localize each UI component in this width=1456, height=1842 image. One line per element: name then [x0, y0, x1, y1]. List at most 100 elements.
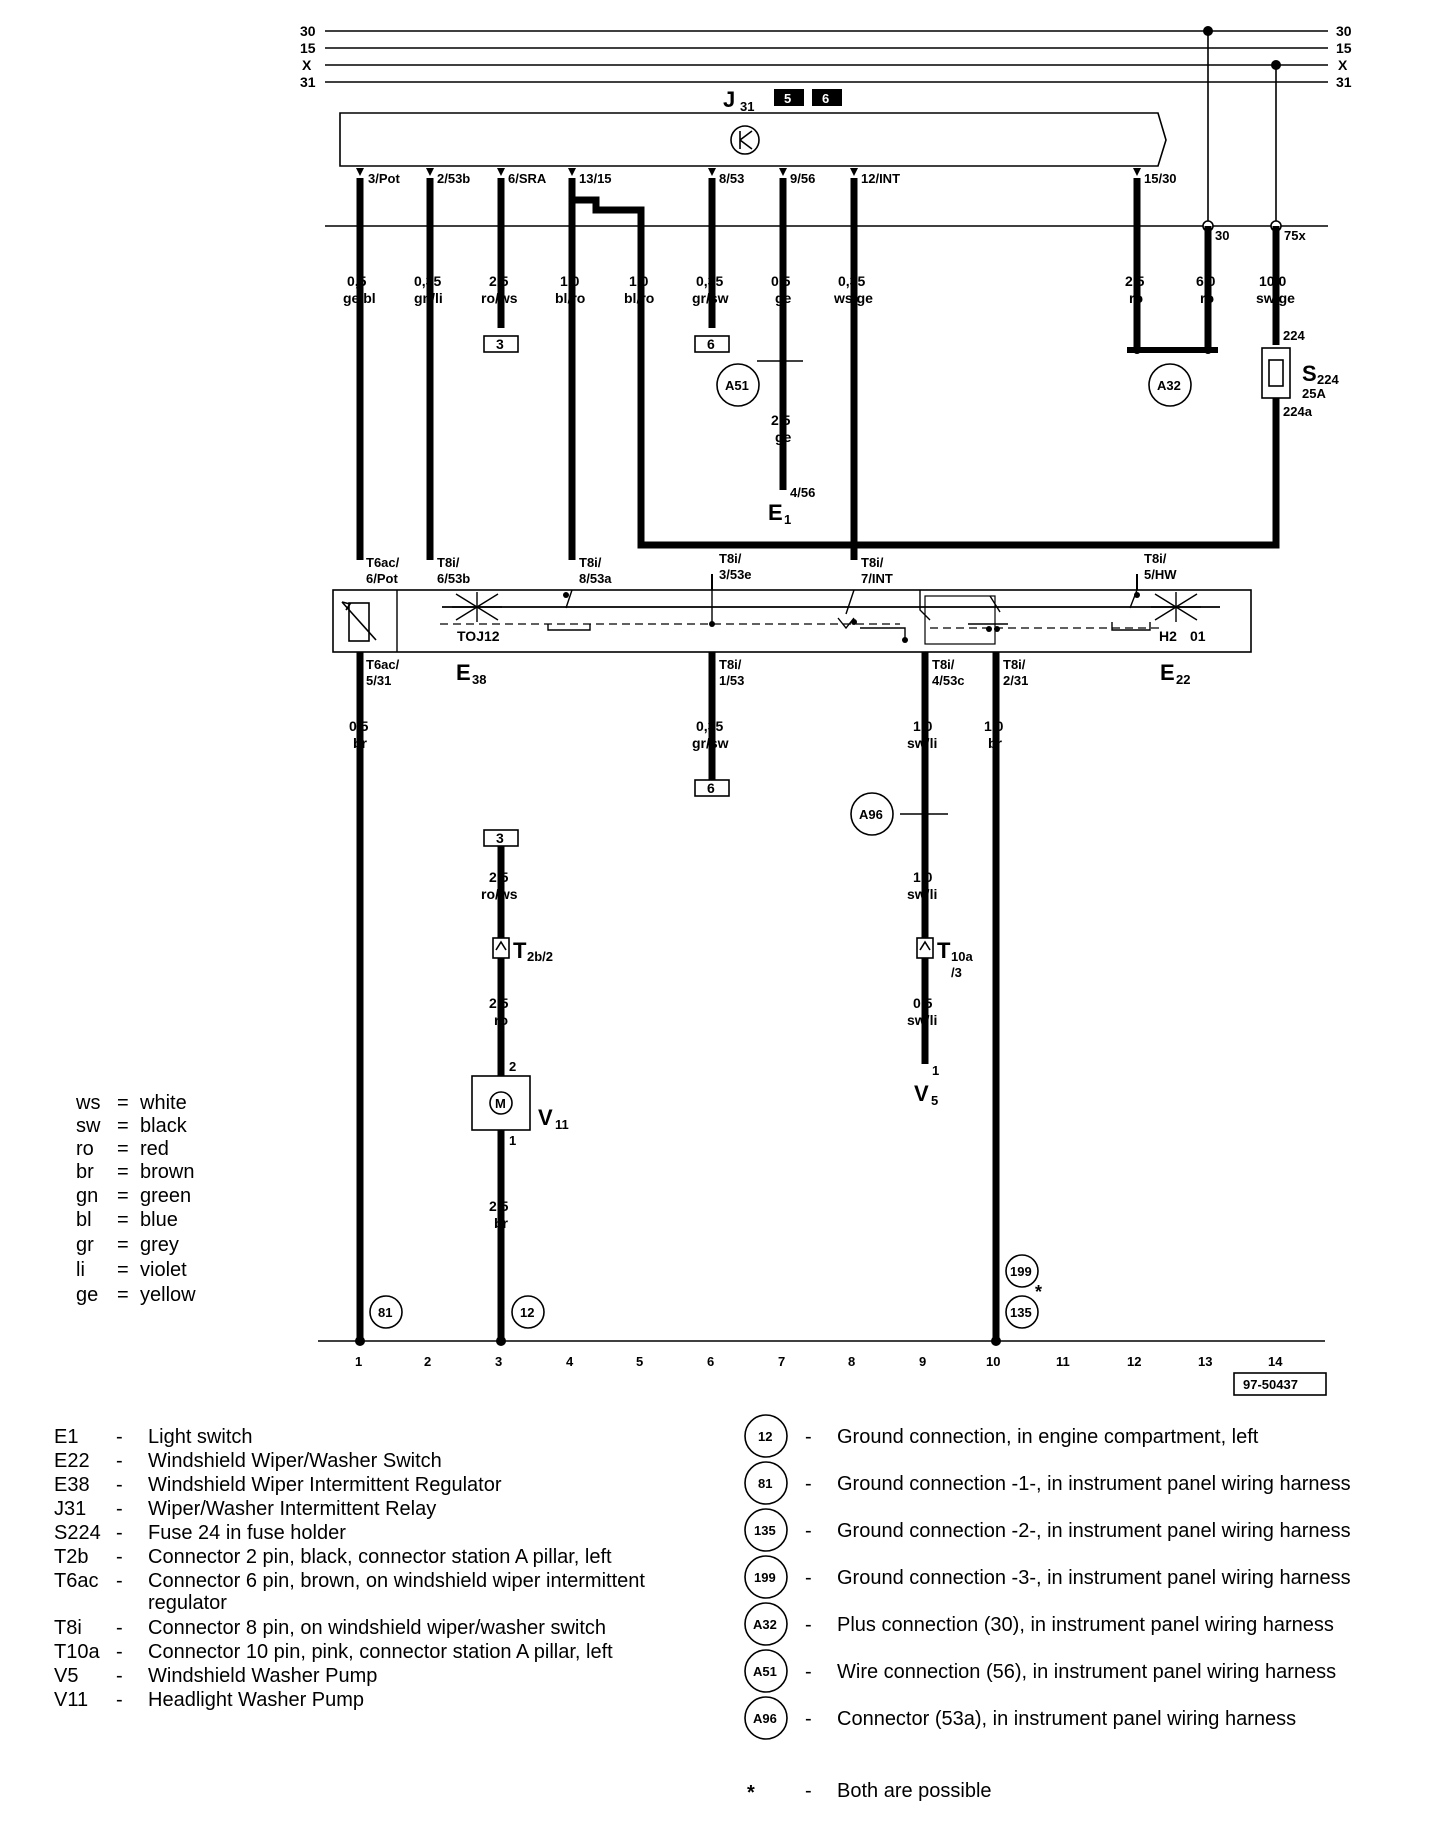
component-code: V5 — [54, 1665, 78, 1687]
v5-name-sub: 5 — [931, 1093, 938, 1108]
e1-name-sub: 1 — [784, 512, 791, 527]
component-code: T2b — [54, 1546, 88, 1568]
legend-dash: - — [116, 1498, 123, 1520]
legend-conn-circle — [744, 1508, 788, 1552]
junction-dot — [355, 1336, 365, 1346]
column-number: 5 — [636, 1354, 643, 1369]
component-desc: Light switch — [148, 1426, 253, 1448]
switch-wire-stubs — [711, 574, 1138, 590]
v11-pin-bottom: 1 — [509, 1133, 516, 1148]
legend-dash: - — [116, 1641, 123, 1663]
switch-pin-label: 1/53 — [719, 673, 744, 688]
h2-symbol-icon — [1151, 592, 1201, 622]
e38-name: E — [456, 660, 471, 685]
upper-wire-labels: 0,5 ge/bl 0,35 gn/li 2,5 ro/ws 1,0 bl/ro… — [343, 273, 1295, 306]
switch-pin-label: T6ac/ — [366, 657, 400, 672]
junction-dot — [1133, 346, 1141, 354]
legend-conn-circle — [744, 1602, 788, 1646]
wire-color: ro — [1129, 290, 1143, 306]
color-key-meaning: green — [140, 1185, 191, 1207]
switch-pin-label: T6ac/ — [366, 555, 400, 570]
column-number: 12 — [1127, 1354, 1141, 1369]
legend-dash: - — [116, 1617, 123, 1639]
legend-conn-code: 135 — [754, 1523, 776, 1538]
component-code: J31 — [54, 1498, 86, 1520]
power-rails — [325, 30, 1328, 83]
lower-wire-labels: 0,5 br 0,35 gr/sw 1,0 sw/li 1,0 br 2,5 r… — [349, 718, 1004, 1231]
conn-label-a51: A51 — [725, 378, 749, 393]
rail-label-x-right: X — [1338, 57, 1348, 73]
wire-color: br — [353, 735, 368, 751]
wire-size: 2,5 — [489, 869, 509, 885]
bus-pin-label-75x: 75x — [1284, 228, 1306, 243]
color-key-eq: = — [117, 1185, 129, 1207]
legend-dash: - — [805, 1520, 812, 1542]
fuse-icon — [1261, 347, 1291, 399]
legend-conn-circle — [744, 1696, 788, 1740]
motor-icon-label: M — [495, 1096, 506, 1111]
component-code: T8i — [54, 1617, 82, 1639]
relay-tag-6 — [812, 89, 842, 106]
relay-pin-labels: 3/Pot 2/53b 6/SRA 13/15 8/53 9/56 12/INT… — [368, 171, 1177, 186]
color-key-meaning: white — [139, 1092, 187, 1114]
color-key: ws = white sw = black ro = red br = brow… — [75, 1092, 196, 1306]
wire-size: 0,35 — [696, 273, 723, 289]
wire-color: bl/ro — [555, 290, 585, 306]
legend-conn-desc: Plus connection (30), in instrument pane… — [837, 1614, 1334, 1636]
wire-size: 1,0 — [984, 718, 1004, 734]
legend-conn-code: A51 — [753, 1664, 777, 1679]
conn-circle-135 — [1005, 1295, 1039, 1329]
column-number: 7 — [778, 1354, 785, 1369]
v5-name: V — [914, 1081, 929, 1106]
color-key-eq: = — [117, 1284, 129, 1306]
column-numbers: 1 2 3 4 5 6 7 8 9 10 11 12 13 14 — [355, 1354, 1283, 1369]
legend-dash: - — [805, 1708, 812, 1730]
wire-size: 0,5 — [349, 718, 369, 734]
conn-label-12: 12 — [520, 1305, 534, 1320]
conn-circle-a51 — [716, 363, 760, 407]
rail-labels-left: 30 15 X 31 — [300, 23, 316, 90]
color-key-code: ro — [76, 1138, 94, 1160]
component-desc: Wiper/Washer Intermittent Relay — [148, 1498, 436, 1520]
legend-dash: - — [116, 1546, 123, 1568]
column-number: 14 — [1268, 1354, 1283, 1369]
rail-labels-right: 30 15 X 31 — [1336, 23, 1352, 90]
relay-pin-label: 2/53b — [437, 171, 470, 186]
diagram-number-box — [1233, 1372, 1327, 1396]
e1-name: E — [768, 500, 783, 525]
switch-pin-label: 4/53c — [932, 673, 965, 688]
switch-pin-label: 5/HW — [1144, 567, 1177, 582]
conn-circle-a32 — [1148, 363, 1192, 407]
column-number: 4 — [566, 1354, 574, 1369]
wire-size: 0,5 — [347, 273, 367, 289]
diagram-number: 97-50437 — [1243, 1377, 1298, 1392]
wire-color: br — [988, 735, 1003, 751]
ref-box-6-lower: 6 — [694, 779, 730, 797]
component-desc: Connector 6 pin, brown, on windshield wi… — [148, 1570, 645, 1592]
relay-pin-label: 3/Pot — [368, 171, 400, 186]
legend-conn-code: 12 — [758, 1429, 772, 1444]
component-code: S224 — [54, 1522, 101, 1544]
relay-pin-label: 6/SRA — [508, 171, 547, 186]
column-number: 6 — [707, 1354, 714, 1369]
relay-pin-label: 12/INT — [861, 171, 900, 186]
wire-color: gr/sw — [692, 735, 729, 751]
footnote-symbol: * — [747, 1782, 755, 1804]
v11-pin-top: 2 — [509, 1059, 516, 1074]
wire-size: 1,0 — [560, 273, 580, 289]
wire-color: ro — [494, 1012, 508, 1028]
conn-label-135: 135 — [1010, 1305, 1032, 1320]
wire-color: ws/ge — [833, 290, 873, 306]
conn-label-81: 81 — [378, 1305, 392, 1320]
wire-color: gn/li — [414, 290, 443, 306]
legend-conn-circle — [744, 1649, 788, 1693]
color-key-code: sw — [76, 1115, 101, 1137]
wire-color: sw/ge — [1256, 290, 1295, 306]
conn-circle-a96 — [850, 792, 894, 836]
switch-contacts — [547, 589, 1151, 640]
e1-wire-color: ge — [775, 429, 792, 445]
color-key-meaning: yellow — [140, 1284, 196, 1306]
color-key-eq: = — [117, 1234, 129, 1256]
e38-name-sub: 38 — [472, 672, 486, 687]
